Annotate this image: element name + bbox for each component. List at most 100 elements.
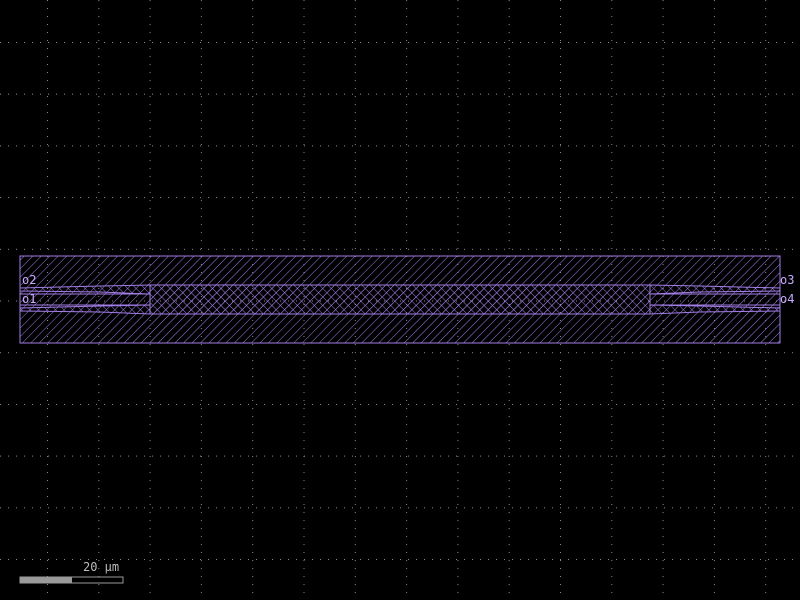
grid-dot: [406, 456, 408, 457]
grid-dot: [200, 344, 202, 345]
port-label-o2[interactable]: o2: [22, 273, 36, 287]
grid-dot: [200, 42, 201, 43]
grid-dot: [354, 392, 356, 393]
grid-dot: [98, 232, 100, 233]
grid-dot: [624, 507, 625, 509]
grid-dot: [303, 464, 305, 465]
grid-dot: [765, 344, 767, 345]
grid-dot: [457, 240, 459, 241]
grid-dot: [98, 584, 100, 585]
grid-dot: [80, 403, 81, 405]
grid-dot: [457, 144, 459, 145]
grid-dot: [303, 240, 305, 241]
grid-dot: [200, 352, 202, 353]
grid-dot: [264, 455, 265, 457]
grid-dot: [508, 88, 510, 89]
taper-right-bottom[interactable]: [649, 304, 781, 315]
grid-dot: [47, 248, 48, 249]
grid-dot: [149, 64, 151, 65]
grid-dot: [354, 360, 356, 361]
grid-dot: [457, 456, 459, 457]
grid-dot: [792, 93, 793, 95]
grid-dot: [616, 42, 617, 43]
grid-dot: [88, 559, 89, 560]
grid-dot: [662, 104, 664, 105]
grid-dot: [200, 416, 202, 417]
grid-dot: [508, 104, 510, 105]
grid-dot: [765, 560, 767, 561]
grid-dot: [662, 560, 664, 561]
mmi-core[interactable]: [149, 284, 651, 315]
grid-dot: [160, 197, 161, 199]
grid-dot: [792, 42, 793, 43]
port-label-o4[interactable]: o4: [780, 292, 794, 306]
grid-dot: [713, 536, 715, 537]
grid-dot: [98, 200, 100, 201]
grid-dot: [611, 80, 613, 81]
grid-dot: [64, 352, 65, 354]
grid-dot: [560, 488, 561, 489]
grid-dot: [648, 403, 649, 405]
grid-dot: [149, 448, 151, 449]
grid-dot: [406, 80, 408, 81]
grid-dot: [232, 197, 233, 199]
grid-dot: [47, 528, 48, 529]
grid-dot: [713, 232, 715, 233]
grid-dot: [320, 455, 321, 457]
grid-dot: [713, 152, 715, 153]
grid-dot: [47, 360, 48, 361]
taper-left-bottom[interactable]: [19, 304, 151, 315]
grid-dot: [656, 93, 657, 95]
port-label-o3[interactable]: o3: [780, 273, 794, 287]
grid-dot: [560, 376, 561, 377]
grid-dot: [354, 216, 356, 217]
grid-dot: [149, 120, 151, 121]
grid-dot: [560, 197, 561, 199]
grid-dot: [47, 448, 48, 449]
grid-dot: [120, 197, 121, 199]
grid-dot: [149, 360, 151, 361]
grid-dot: [611, 568, 613, 569]
grid-dot: [544, 197, 545, 199]
grid-dot: [149, 488, 151, 489]
grid-dot: [662, 72, 664, 73]
grid-dot: [713, 128, 715, 129]
grid-dot: [656, 559, 657, 560]
grid-dot: [98, 512, 100, 513]
grid-dot: [328, 455, 329, 457]
grid-dot: [713, 8, 715, 9]
grid-dot: [96, 352, 97, 354]
grid-dot: [384, 455, 385, 457]
grid-dot: [704, 42, 705, 43]
grid-dot: [662, 504, 664, 505]
grid-dot: [368, 352, 369, 354]
grid-dot: [457, 16, 459, 17]
grid-dot: [611, 400, 613, 401]
grid-dot: [584, 42, 585, 43]
grid-dot: [400, 145, 401, 147]
grid-dot: [720, 145, 721, 147]
grid-dot: [765, 464, 767, 465]
grid-dot: [264, 248, 265, 250]
grid-dot: [760, 559, 761, 560]
grid-dot: [440, 352, 441, 354]
grid-dot: [354, 168, 356, 169]
grid-dot: [713, 176, 715, 177]
grid-dot: [120, 559, 121, 560]
grid-dot: [252, 488, 254, 489]
grid-dot: [98, 568, 100, 569]
grid-dot: [272, 197, 273, 199]
port-label-o1[interactable]: o1: [22, 292, 36, 306]
grid-dot: [112, 352, 113, 354]
grid-dot: [713, 104, 715, 105]
grid-dot: [560, 64, 561, 65]
grid-dot: [96, 507, 97, 509]
grid-dot: [560, 472, 561, 473]
grid-dot: [98, 104, 100, 105]
grid-dot: [552, 352, 553, 354]
grid-dot: [406, 104, 408, 105]
grid-dot: [280, 42, 281, 43]
grid-dot: [611, 448, 613, 449]
grid-dot: [47, 104, 48, 105]
